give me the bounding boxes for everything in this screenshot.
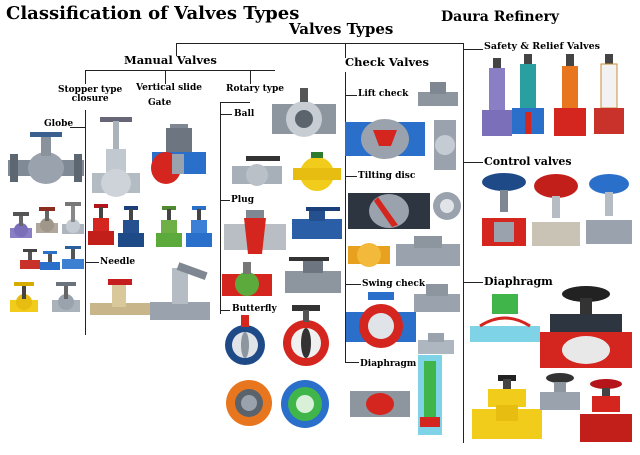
diaphragm-valve-red-icon: [580, 378, 632, 448]
lift-check-valve-icon: [418, 80, 458, 110]
diaphragm-valve-yellow-icon: [472, 375, 542, 447]
ball-valve-cutaway-icon: [272, 88, 336, 144]
vertical-vline: [165, 70, 166, 84]
needle-hline: [85, 262, 99, 263]
globe-valve-yellow-icon: [10, 280, 38, 316]
safety-hline: [463, 49, 483, 50]
right-vline: [463, 43, 464, 443]
safety-valve-purple-icon: [482, 58, 512, 148]
butterfly-valve-green-icon: [278, 378, 332, 430]
stopper-type-label-line2: closure: [72, 94, 109, 104]
root-hline: [176, 43, 464, 44]
ball-label: Ball: [234, 110, 254, 119]
butterfly-valve-blue-icon: [222, 315, 268, 367]
check-diaphragm-label: Diaphragm: [360, 360, 416, 369]
butterfly-hline: [220, 310, 230, 311]
stopper-type-label: Stopper type closure: [58, 86, 122, 105]
needle-label: Needle: [100, 258, 135, 267]
manual-valves-label: Manual Valves: [124, 54, 217, 66]
check-diaphragm-cutaway-icon: [412, 355, 448, 435]
control-valve-cutaway-icon: [478, 172, 530, 256]
gate-valve-cutaway-icon: [148, 122, 210, 190]
gate-valve-navy-icon: [118, 205, 144, 251]
control-valve-blue-icon: [584, 172, 634, 256]
control-valve-red-icon: [530, 172, 582, 256]
globe-valve-blue-flange-icon: [62, 245, 84, 273]
needle-valve-icon: [90, 275, 150, 325]
plug-label: Plug: [231, 196, 254, 205]
rotary-branch-v: [220, 102, 221, 314]
rotary-top-h: [220, 102, 250, 103]
plug-valve-blue-icon: [292, 205, 342, 247]
lift-check-cutaway-icon: [345, 108, 425, 168]
globe-valve-steel-icon: [62, 200, 84, 240]
globe-valve-blue-small-icon: [40, 250, 60, 272]
stopper-vline: [85, 70, 86, 84]
diaphragm-valve-steel-icon: [540, 372, 580, 416]
swing-check-cutaway-icon: [346, 290, 416, 354]
rotary-vline: [250, 70, 251, 84]
ball-valve-yellow-icon: [293, 150, 341, 192]
control-hline: [463, 162, 483, 163]
swing-check-steel-icon: [414, 282, 460, 318]
globe-hline: [70, 127, 85, 128]
diaphragm-hline: [463, 282, 483, 283]
safety-valve-cutaway-icon: [512, 54, 544, 144]
tilting-disc-cutaway-icon: [348, 183, 430, 239]
ball-valve-steel-icon: [232, 152, 282, 192]
check-diaphragm-hline: [345, 362, 359, 363]
gate-label: Gate: [148, 99, 171, 108]
globe-valve-steel-small-icon: [52, 280, 80, 316]
plug-valve-green-icon: [222, 262, 272, 304]
swing-hline: [345, 284, 361, 285]
tilting-hline: [345, 176, 357, 177]
gate-valve-large-icon: [92, 115, 140, 205]
gate-valve-blue-icon: [186, 205, 212, 251]
check-vline: [345, 43, 346, 58]
needle-valve-steel-icon: [150, 262, 210, 332]
safety-valve-spring-icon: [594, 54, 624, 144]
plug-valve-steel-icon: [285, 255, 341, 303]
root-node-label: Valves Types: [289, 22, 393, 38]
tilting-disc-steel-icon: [396, 234, 460, 274]
butterfly-label: Butterfly: [232, 305, 277, 314]
diagram-title: Classification of Valves Types: [6, 5, 299, 24]
lift-check-small-icon: [430, 120, 460, 170]
safety-relief-label: Safety & Relief Valves: [484, 42, 600, 52]
diaphragm-valve-diagram-icon: [470, 290, 540, 360]
control-valves-label: Control valves: [484, 156, 572, 168]
plug-hline: [220, 200, 230, 201]
gate-valve-red-icon: [88, 203, 114, 249]
globe-valve-red-small-icon: [20, 248, 40, 272]
manual-hline: [85, 70, 275, 71]
globe-label: Globe: [44, 120, 73, 129]
tilting-disc-small-icon: [432, 188, 462, 224]
stopper-branch-v: [85, 110, 86, 335]
safety-valve-red-icon: [554, 54, 586, 144]
brand-label: Daura Refinery: [441, 10, 559, 25]
tilting-disc-label: Tilting disc: [358, 172, 415, 181]
tilting-disc-yellow-icon: [348, 240, 390, 270]
check-diaphragm-pipe-icon: [350, 385, 410, 421]
plug-valve-cutaway-icon: [224, 210, 286, 260]
manual-vline: [176, 43, 177, 56]
lift-check-label: Lift check: [358, 90, 408, 99]
globe-valve-grey-icon: [36, 205, 58, 237]
vertical-slide-label: Vertical slide: [136, 84, 202, 93]
globe-valve-large-icon: [8, 130, 84, 192]
gate-valve-green-icon: [156, 205, 182, 251]
diaphragm-valve-cutaway-icon: [540, 284, 632, 376]
butterfly-valve-red-icon: [278, 305, 334, 369]
globe-valve-purple-icon: [10, 210, 32, 242]
lift-hline: [345, 95, 357, 96]
butterfly-valve-orange-icon: [224, 378, 274, 428]
ball-hline: [220, 114, 232, 115]
check-valves-label: Check Valves: [345, 56, 429, 68]
